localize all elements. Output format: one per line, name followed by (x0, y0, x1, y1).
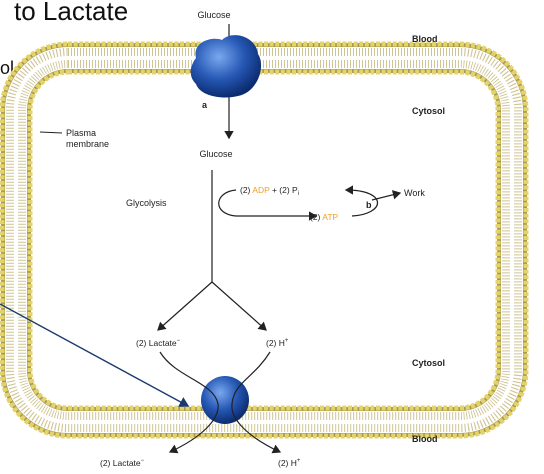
plasma-membrane-line1: Plasma (66, 128, 96, 138)
adp-pi-label: (2) ADP + (2) Pi (240, 185, 299, 197)
lactate-outside-label: (2) Lactate− (100, 458, 145, 468)
lactate-inside-charge: − (177, 338, 181, 344)
cytosol-top-label: Cytosol (412, 106, 445, 116)
lactate-proton-transporter (201, 376, 249, 424)
work-arrow (371, 190, 402, 201)
plasma-membrane-pointer (39, 131, 63, 134)
glucose-outside-label: Glucose (197, 10, 230, 20)
plasma-membrane-line2: membrane (66, 139, 109, 149)
atp-coefficient: (2) (310, 212, 322, 222)
lactate-inside-label: (2) Lactate− (136, 338, 181, 348)
adp-to-atp-arrow (218, 189, 318, 221)
pi-subscript: i (298, 191, 299, 197)
export-arrows (159, 351, 282, 454)
atp-label: (2) ATP (310, 212, 339, 222)
work-label: Work (404, 188, 425, 198)
plasma-membrane (0, 41, 529, 439)
blood-top-label: Blood (412, 34, 438, 44)
h-outside-text: (2) H (278, 458, 297, 468)
blood-bottom-label: Blood (412, 434, 438, 444)
glycolysis-pathway (157, 170, 267, 331)
lactate-outside-charge: − (141, 458, 145, 464)
h-inside-text: (2) H (266, 338, 285, 348)
pointer-line (0, 303, 190, 407)
lactate-outside-text: (2) Lactate (100, 458, 141, 468)
h-outside-label: (2) H+ (278, 458, 301, 468)
glucose-transporter (190, 35, 262, 98)
h-inside-label: (2) H+ (266, 338, 289, 348)
glycolysis-label: Glycolysis (126, 198, 167, 208)
h-outside-charge: + (297, 458, 301, 464)
adp-text: ADP (252, 185, 270, 195)
h-inside-charge: + (285, 338, 289, 344)
step-b-label: b (366, 200, 372, 210)
step-a-label: a (202, 100, 208, 110)
atp-to-work-cycle-arrow (344, 185, 379, 217)
lactate-inside-text: (2) Lactate (136, 338, 177, 348)
adp-coefficient: (2) (240, 185, 252, 195)
slide-title-fragment: to Lactate (14, 0, 129, 26)
atp-text: ATP (322, 212, 338, 222)
pi-text: + (2) P (270, 185, 298, 195)
cytosol-bottom-label: Cytosol (412, 358, 445, 368)
plasma-membrane-label: Plasma membrane (66, 128, 109, 149)
glucose-inside-label: Glucose (199, 149, 232, 159)
